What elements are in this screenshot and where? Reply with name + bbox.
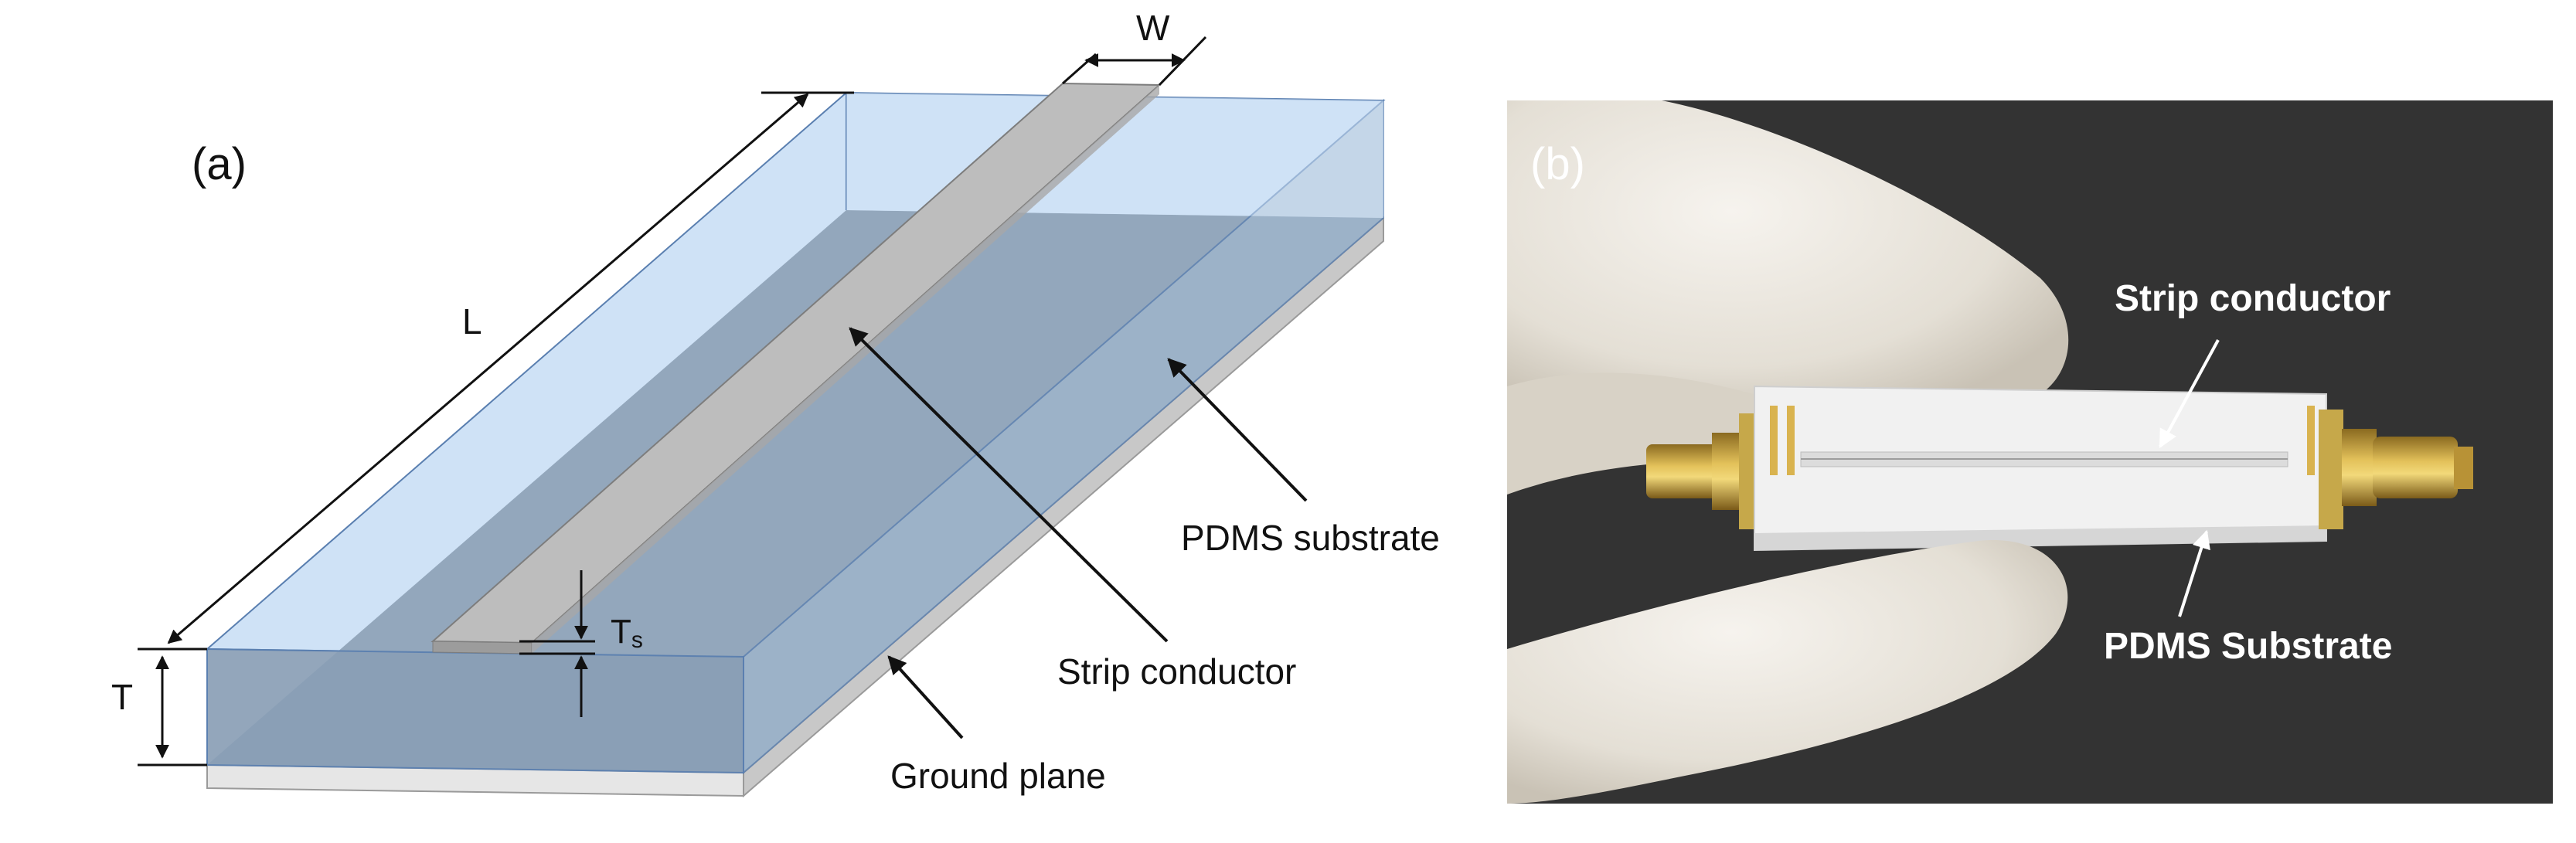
ground-plane bbox=[206, 216, 1384, 798]
glove-upper bbox=[1507, 100, 2069, 495]
photo-callout-strip: Strip conductor bbox=[2115, 278, 2391, 449]
callout-pdms-substrate: PDMS substrate bbox=[1167, 358, 1440, 558]
label-ground-plane: Ground plane bbox=[890, 756, 1106, 796]
photo-label-strip-conductor: Strip conductor bbox=[2115, 278, 2391, 319]
device-microstrip bbox=[1646, 385, 2473, 552]
panel-b-photo: (b) Strip conductor PDMS Substrate bbox=[1507, 100, 2553, 804]
sma-connector-left bbox=[1646, 444, 1720, 498]
dimension-w-label: W bbox=[1136, 8, 1170, 48]
photo-callout-pdms: PDMS Substrate bbox=[2104, 529, 2392, 667]
dimension-ts-label: Ts bbox=[611, 613, 643, 653]
sma-connector-right bbox=[2373, 437, 2458, 498]
dimension-t: T bbox=[111, 648, 207, 767]
label-pdms-substrate: PDMS substrate bbox=[1181, 518, 1440, 558]
panel-b-tag: (b) bbox=[1530, 139, 1585, 189]
panel-a-tag: (a) bbox=[192, 139, 247, 189]
glove-lower bbox=[1507, 540, 2068, 804]
dimension-ts: Ts bbox=[519, 570, 643, 717]
dimension-t-label: T bbox=[111, 677, 133, 717]
label-strip-conductor: Strip conductor bbox=[1057, 651, 1296, 692]
photo-pdms-body bbox=[1754, 385, 2327, 552]
dimension-w: W bbox=[1062, 8, 1207, 87]
substrate-front-face bbox=[206, 648, 744, 774]
panel-a: (a) bbox=[111, 8, 1440, 798]
callout-ground-plane: Ground plane bbox=[887, 655, 1106, 796]
photo-label-pdms-substrate: PDMS Substrate bbox=[2104, 626, 2392, 667]
callout-strip-conductor: Strip conductor bbox=[849, 327, 1296, 692]
dimension-l-label: L bbox=[462, 301, 482, 342]
